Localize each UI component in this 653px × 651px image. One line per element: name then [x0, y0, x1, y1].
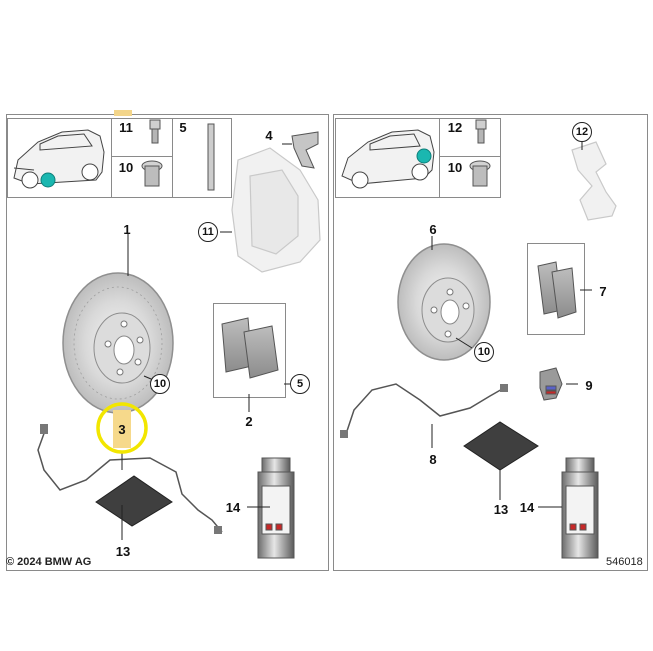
callout-12[interactable]: 12: [572, 122, 592, 142]
bolt-12-icon: [475, 119, 487, 144]
wear-sensor-cable-right-icon: [345, 383, 505, 435]
part-label-4[interactable]: 4: [265, 127, 273, 143]
bolt-cell-10-right[interactable]: [439, 156, 501, 198]
part-label-7[interactable]: 7: [599, 283, 607, 299]
pin-cell-5[interactable]: [172, 118, 232, 198]
part-label-13-right[interactable]: 13: [493, 501, 509, 517]
front-brake-disc-icon: [62, 272, 174, 414]
grease-packet-left-icon: [95, 475, 173, 527]
part-label-3-highlighted[interactable]: 3: [113, 410, 131, 448]
part-label-10-right[interactable]: 10: [447, 159, 463, 175]
sensor-holder-9-icon: [539, 367, 563, 401]
spring-clip-4-icon: [291, 131, 319, 169]
car-outline-right-icon: [341, 129, 435, 189]
diagram-number: 546018: [606, 556, 643, 568]
guide-pin-5-icon: [207, 123, 215, 191]
front-wheel-location-dot: [40, 172, 56, 188]
part-label-6[interactable]: 6: [429, 221, 437, 237]
brake-pads-left-icon: [221, 317, 279, 379]
part-label-13[interactable]: 13: [115, 543, 131, 559]
callout-10[interactable]: 10: [150, 374, 170, 394]
highlight-ring: [96, 402, 148, 454]
bolt-10-right-icon: [469, 160, 491, 187]
part-label-14[interactable]: 14: [225, 499, 241, 515]
part-label-5[interactable]: 5: [179, 119, 187, 135]
spray-can-right-icon: [561, 457, 599, 559]
part-label-11[interactable]: 11: [119, 119, 133, 135]
caliper-carrier-icon: [571, 141, 617, 221]
spray-can-left-icon: [257, 457, 295, 559]
callout-5[interactable]: 5: [290, 374, 310, 394]
bolt-10-icon: [141, 160, 163, 187]
brake-pads-right-icon: [537, 261, 577, 319]
part-label-8[interactable]: 8: [429, 451, 437, 467]
brake-caliper-icon: [231, 147, 321, 273]
part-label-2[interactable]: 2: [245, 413, 253, 429]
rear-brake-disc-icon: [397, 243, 491, 361]
bolt-cell-12[interactable]: [439, 118, 501, 158]
copyright-text: © 2024 BMW AG: [6, 556, 92, 568]
part-label-1[interactable]: 1: [123, 221, 131, 237]
bolt-11-icon: [149, 119, 161, 144]
car-outline-left-icon: [13, 129, 105, 189]
callout-11[interactable]: 11: [198, 222, 218, 242]
label-bg-11: [114, 110, 132, 116]
rear-wheel-location-dot: [416, 148, 432, 164]
grease-packet-right-icon: [463, 421, 539, 471]
part-label-14-right[interactable]: 14: [519, 499, 535, 515]
callout-10-right[interactable]: 10: [474, 342, 494, 362]
wear-sensor-cable-left-icon: [37, 427, 223, 533]
part-label-12[interactable]: 12: [447, 119, 463, 135]
part-label-10[interactable]: 10: [118, 159, 134, 175]
part-label-9[interactable]: 9: [585, 377, 593, 393]
